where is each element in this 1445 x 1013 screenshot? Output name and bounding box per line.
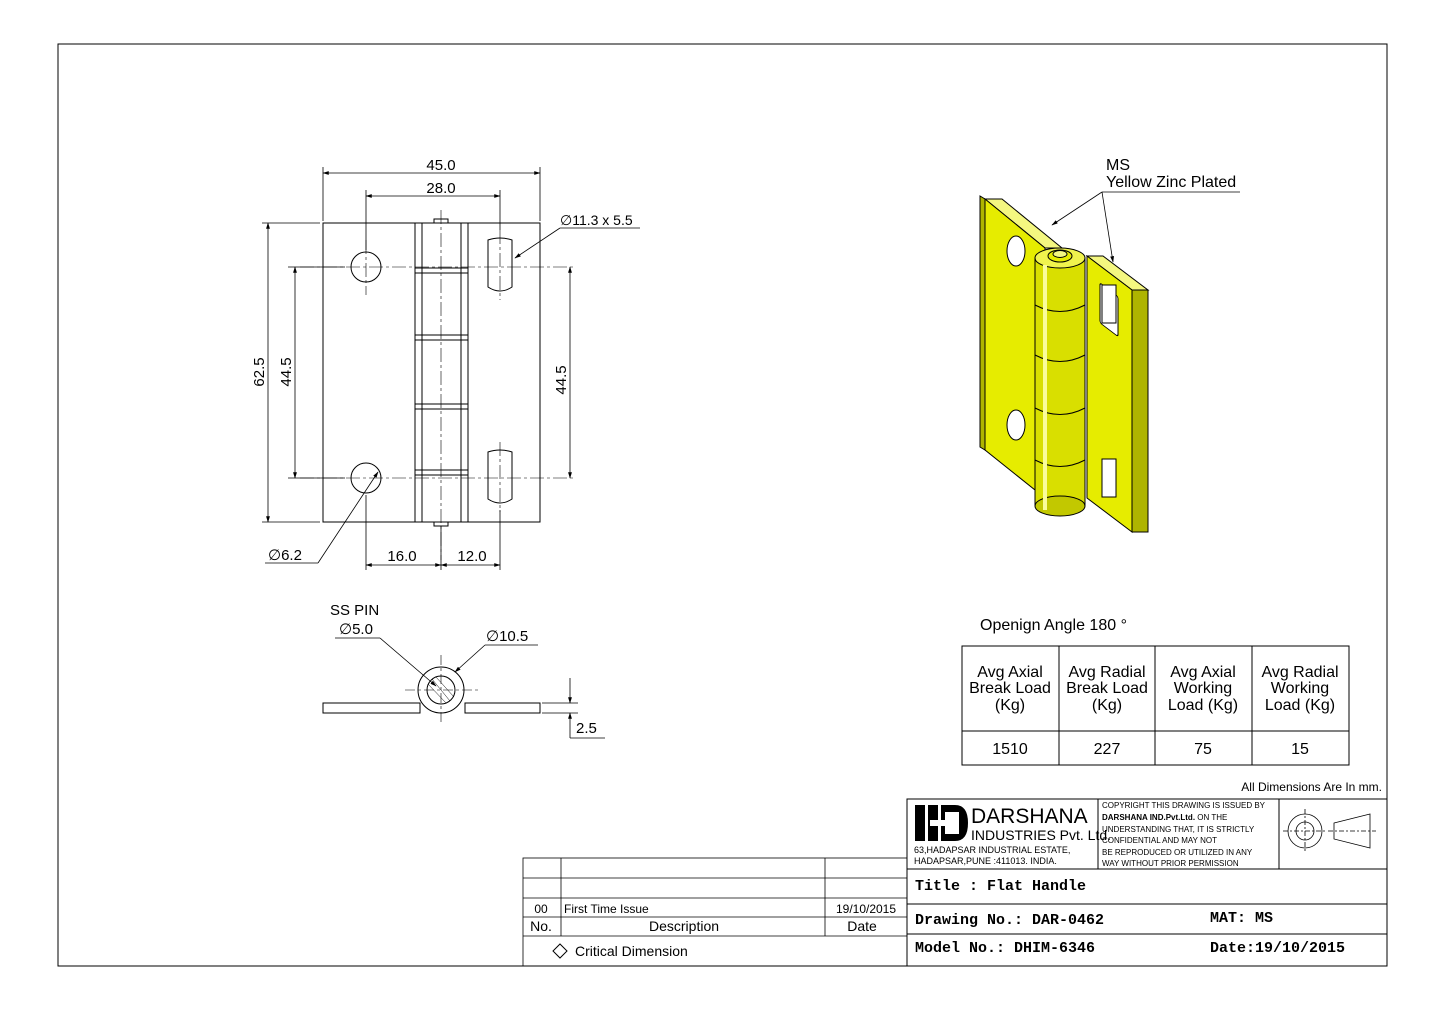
front-dimensions xyxy=(262,167,640,570)
revision-table xyxy=(522,857,908,967)
value-axial-work: 75 xyxy=(1194,741,1212,758)
copyright-line-6: WAY WITHOUT PRIOR PERMISSION xyxy=(1102,859,1239,868)
company-logo xyxy=(915,805,968,841)
header-radial-break-2: Break Load xyxy=(1066,680,1148,697)
revision-head-desc: Description xyxy=(649,918,719,934)
copyright-line-3: UNDERSTANDING THAT, IT IS STRICTLY xyxy=(1102,825,1255,834)
svg-text:DARSHANA IND.Pvt.Ltd. ON THE: DARSHANA IND.Pvt.Ltd. ON THE xyxy=(1102,813,1227,822)
dim-pitch-right: 44.5 xyxy=(553,365,570,394)
header-radial-work-1: Avg Radial xyxy=(1261,664,1338,681)
header-radial-work-2: Working xyxy=(1271,680,1329,697)
load-table-headers: Avg Axial Break Load (Kg) Avg Radial Bre… xyxy=(969,664,1338,714)
copyright-note: COPYRIGHT THIS DRAWING IS ISSUED BY DARS… xyxy=(1102,801,1266,868)
centre-lines xyxy=(300,210,575,560)
isometric-view xyxy=(979,191,1240,534)
units-note: All Dimensions Are In mm. xyxy=(1241,780,1382,794)
company-subname: INDUSTRIES Pvt. Ltd. xyxy=(971,827,1111,843)
pin-label: SS PIN xyxy=(330,602,379,619)
company-name: DARSHANA xyxy=(971,805,1088,828)
dim-width-28: 28.0 xyxy=(426,180,455,197)
copyright-company: DARSHANA IND.Pvt.Ltd. xyxy=(1102,813,1195,822)
copyright-line-4: CONFIDENTIAL AND MAY NOT xyxy=(1102,836,1217,845)
model-number: Model No.: DHIM-6346 xyxy=(915,940,1095,957)
value-radial-break: 227 xyxy=(1094,741,1121,758)
header-axial-work-2: Working xyxy=(1174,680,1232,697)
revision-head-date: Date xyxy=(847,918,877,934)
dim-pitch-left: 44.5 xyxy=(278,357,295,386)
revision-row-no: 00 xyxy=(534,902,548,916)
header-axial-work-1: Avg Axial xyxy=(1170,664,1236,681)
drawing-title: Title : Flat Handle xyxy=(915,878,1086,895)
header-axial-break-3: (Kg) xyxy=(995,697,1025,714)
slot-bottom xyxy=(487,449,513,504)
company-address-1: 63,HADAPSAR INDUSTRIAL ESTATE, xyxy=(914,845,1070,855)
dim-width-45: 45.0 xyxy=(426,157,455,174)
revision-row-desc: First Time Issue xyxy=(564,902,649,916)
header-axial-break-2: Break Load xyxy=(969,680,1051,697)
dim-hole: ∅6.2 xyxy=(268,547,302,564)
header-radial-break-1: Avg Radial xyxy=(1068,664,1145,681)
header-radial-work-3: Load (Kg) xyxy=(1265,697,1335,714)
dim-pin-dia: ∅5.0 xyxy=(339,621,373,638)
value-radial-work: 15 xyxy=(1291,741,1309,758)
copyright-line-1: COPYRIGHT THIS DRAWING IS ISSUED BY xyxy=(1102,801,1266,810)
header-axial-break-1: Avg Axial xyxy=(977,664,1043,681)
slot-top xyxy=(487,237,513,292)
header-axial-work-3: Load (Kg) xyxy=(1168,697,1238,714)
projection-symbol-icon xyxy=(1283,809,1376,853)
dim-thickness: 2.5 xyxy=(576,720,597,737)
diamond-icon xyxy=(552,943,568,959)
value-axial-break: 1510 xyxy=(992,741,1028,758)
critical-dimension-legend: Critical Dimension xyxy=(575,943,688,959)
material-note-line2: Yellow Zinc Plated xyxy=(1106,174,1236,191)
copyright-line-5: BE REPRODUCED OR UTILIZED IN ANY xyxy=(1102,848,1253,857)
side-view xyxy=(322,637,605,739)
revision-row-date: 19/10/2015 xyxy=(836,902,896,916)
dim-offset-12: 12.0 xyxy=(457,548,486,565)
header-radial-break-3: (Kg) xyxy=(1092,697,1122,714)
drawing-number: Drawing No.: DAR-0462 xyxy=(915,912,1104,929)
revision-head-no: No. xyxy=(530,918,552,934)
dim-height-625: 62.5 xyxy=(251,357,268,386)
opening-angle: Openign Angle 180 ° xyxy=(980,617,1127,634)
knuckle-joints xyxy=(415,267,468,476)
dim-slot: ∅11.3 x 5.5 xyxy=(560,212,633,228)
material: MAT: MS xyxy=(1210,910,1273,927)
material-note-line1: MS xyxy=(1106,157,1130,174)
copyright-line-2: ON THE xyxy=(1195,813,1227,822)
load-table xyxy=(961,645,1350,766)
dim-offset-16: 16.0 xyxy=(387,548,416,565)
load-table-values: 1510 227 75 15 xyxy=(992,741,1309,758)
dim-knuckle-dia: ∅10.5 xyxy=(486,628,528,645)
front-view xyxy=(322,218,541,527)
issue-date: Date:19/10/2015 xyxy=(1210,940,1345,957)
company-address-2: HADAPSAR,PUNE :411013. INDIA. xyxy=(914,856,1057,866)
